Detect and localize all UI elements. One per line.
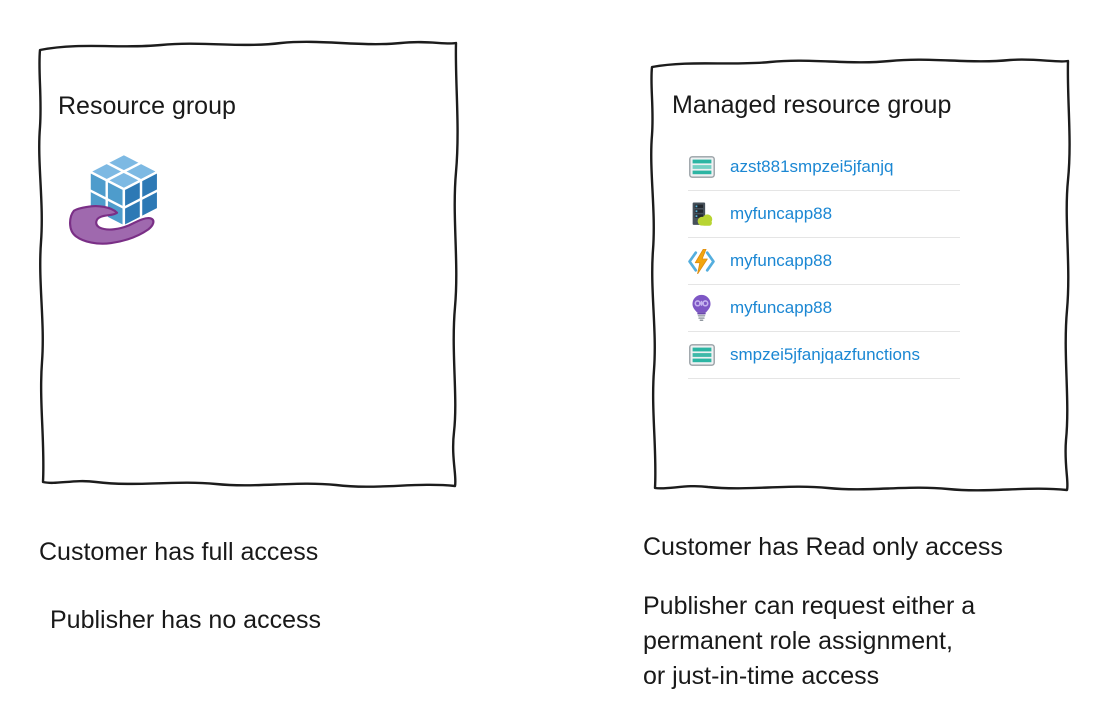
storage-account-icon [688, 154, 715, 181]
left-caption-customer: Customer has full access [39, 538, 319, 566]
resource-group-managed-icon [69, 152, 160, 245]
resource-row[interactable]: smpzei5jfanjqazfunctions [688, 332, 960, 379]
resource-link[interactable]: myfuncapp88 [730, 204, 833, 223]
right-caption-publisher-line: Publisher can request either a [643, 592, 976, 620]
resource-link[interactable]: azst881smpzei5jfanjq [730, 157, 894, 176]
managed-resource-group-title: Managed resource group [672, 91, 952, 119]
application-insights-icon [688, 294, 715, 322]
resource-group-box-outline [38, 40, 459, 488]
app-service-plan-icon [688, 201, 715, 228]
resource-link[interactable]: myfuncapp88 [730, 251, 833, 270]
left-caption-publisher: Publisher has no access [50, 606, 321, 634]
resource-row[interactable]: azst881smpzei5jfanjq [688, 144, 960, 191]
function-app-icon [688, 248, 715, 275]
resource-link[interactable]: myfuncapp88 [730, 298, 833, 317]
right-caption-publisher-line: or just-in-time access [643, 662, 880, 690]
resource-link[interactable]: smpzei5jfanjqazfunctions [730, 345, 920, 364]
managed-resource-group-box-outline [650, 58, 1071, 492]
right-caption-publisher: Publisher can request either a permanent… [643, 589, 975, 694]
right-caption-customer: Customer has Read only access [643, 533, 1003, 561]
resource-list: azst881smpzei5jfanjq myfuncapp88 [688, 144, 960, 379]
resource-row[interactable]: myfuncapp88 [688, 238, 960, 285]
resource-row[interactable]: myfuncapp88 [688, 191, 960, 238]
resource-group-title: Resource group [58, 92, 236, 120]
resource-row[interactable]: myfuncapp88 [688, 285, 960, 332]
storage-account-icon [688, 342, 715, 369]
right-caption-publisher-line: permanent role assignment, [643, 627, 953, 655]
